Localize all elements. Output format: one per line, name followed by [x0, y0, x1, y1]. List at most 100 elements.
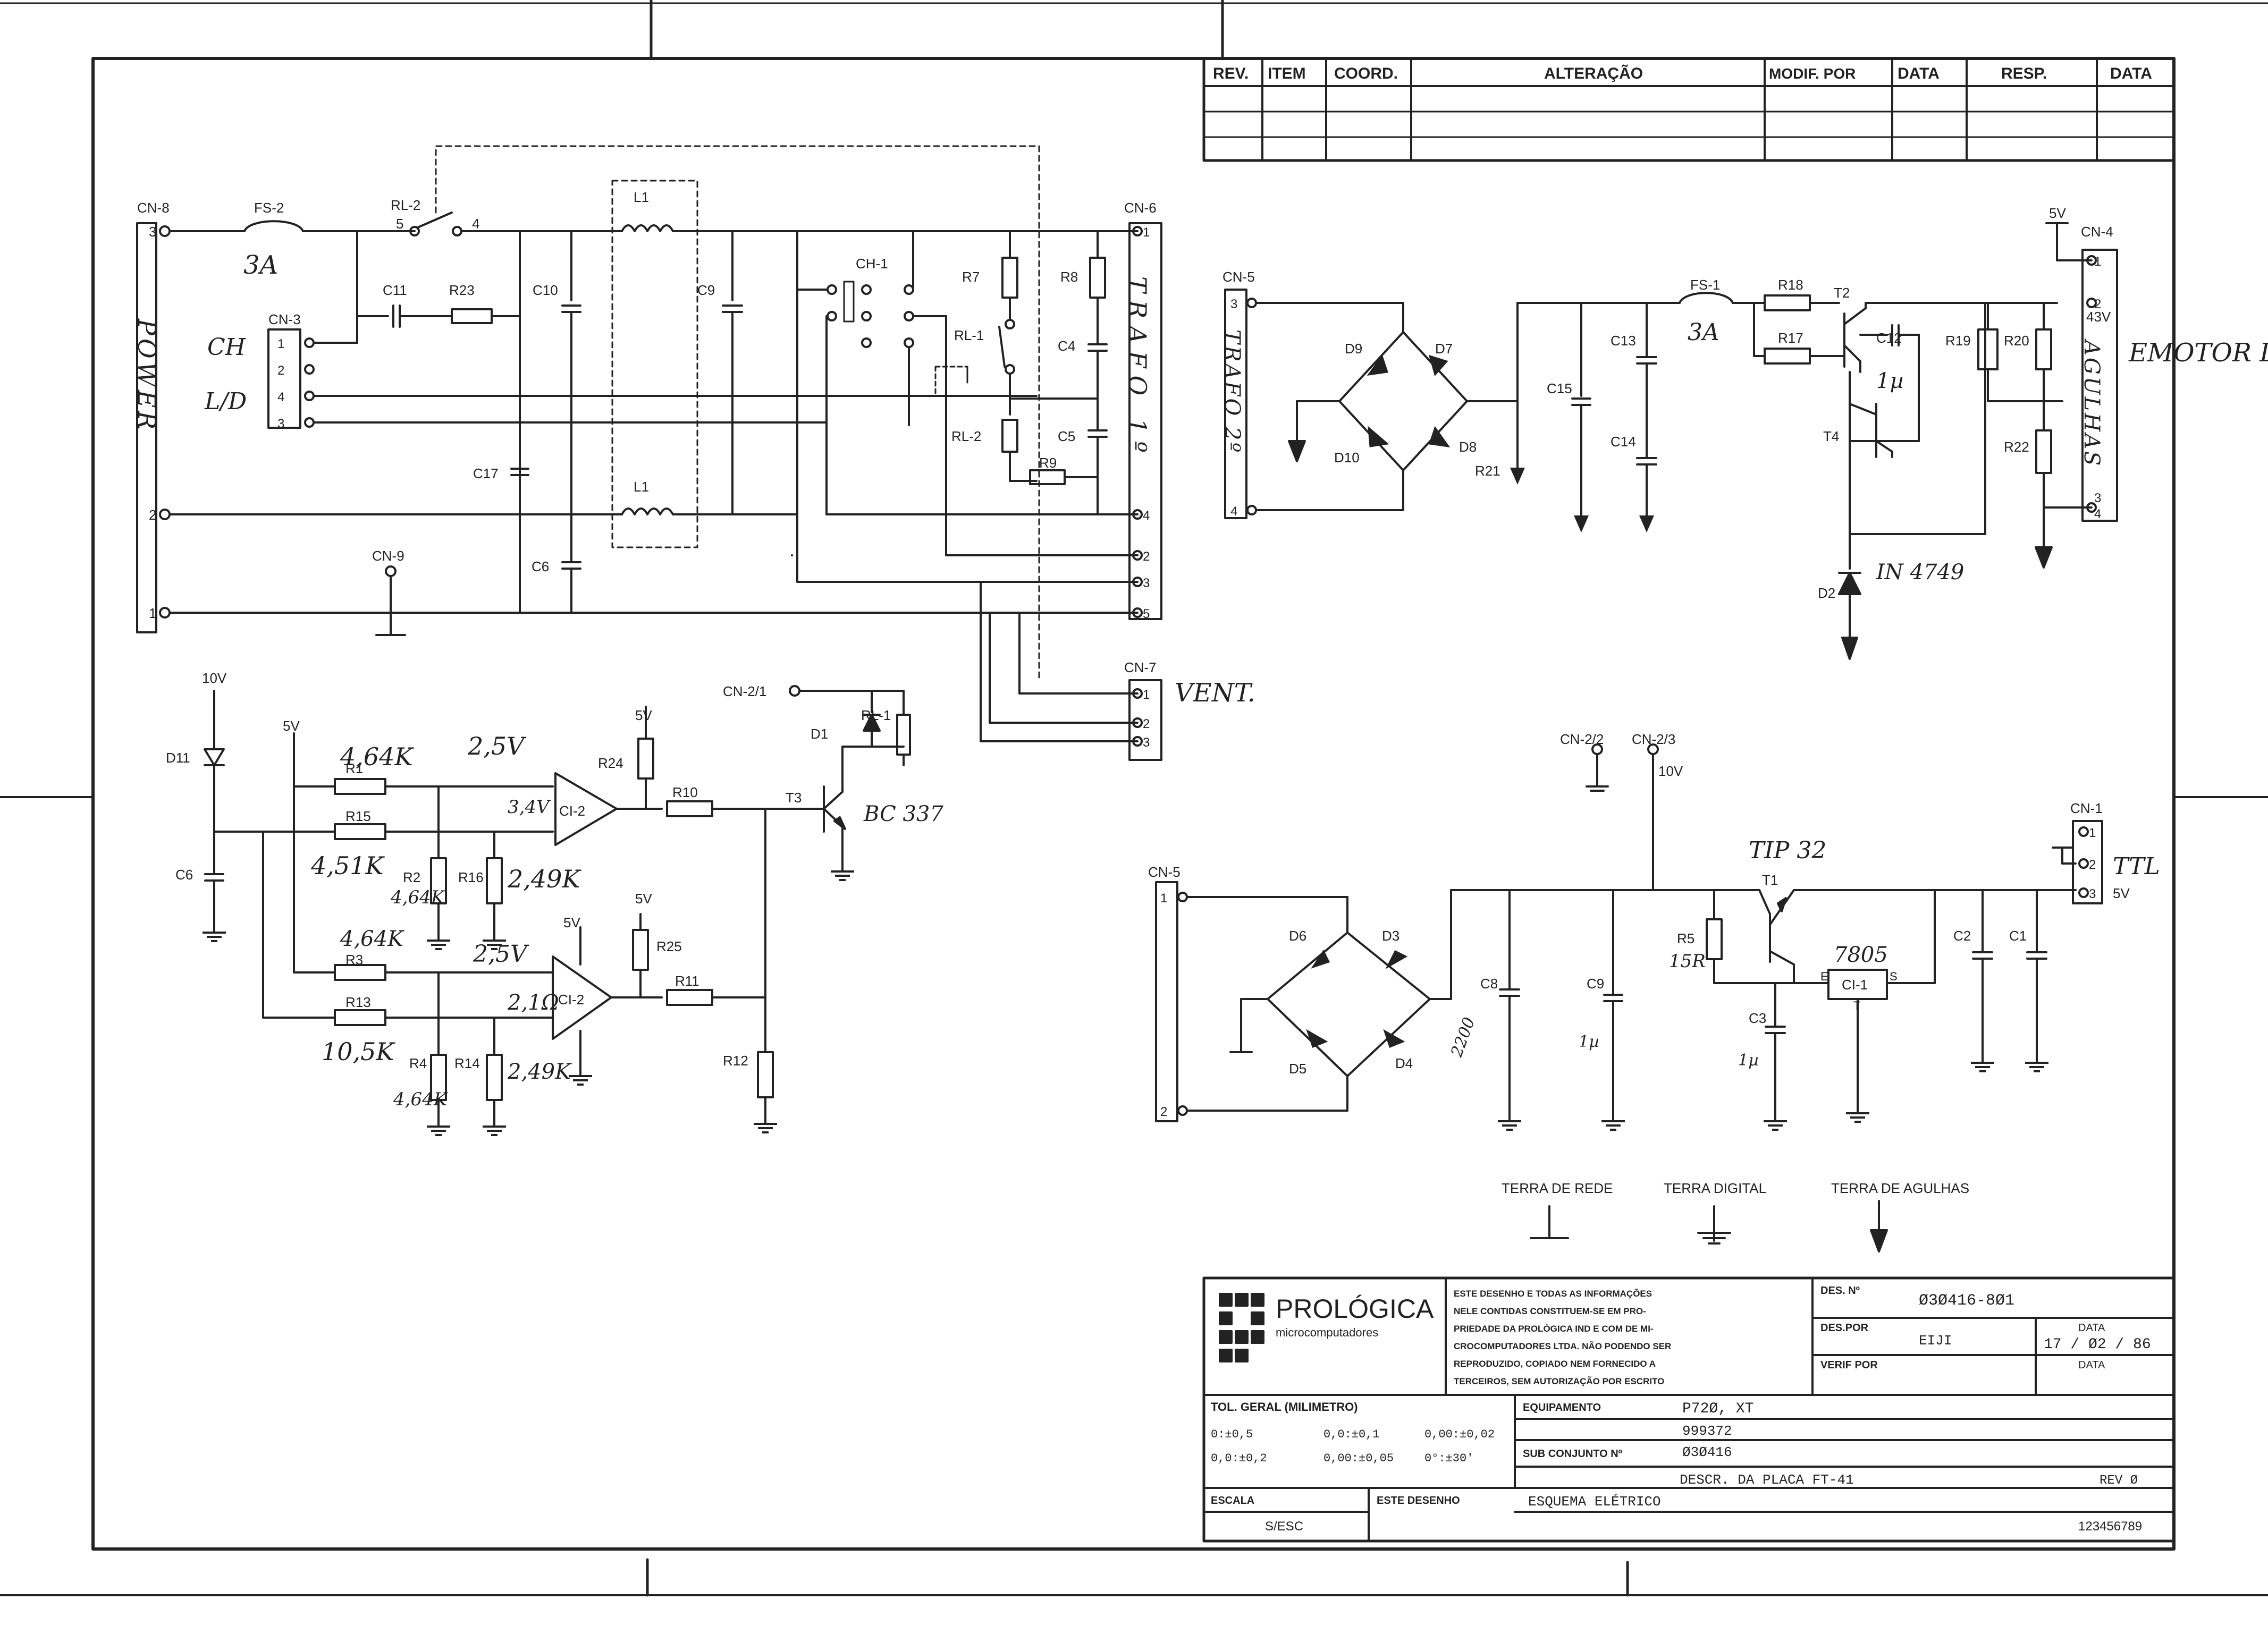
c4-label: C4 — [1058, 338, 1075, 354]
des-no-label: DES. Nº — [1820, 1285, 1860, 1297]
c11-label: C11 — [383, 282, 407, 298]
v6-handwritten: 3,4V — [508, 797, 551, 818]
rev-header-alteracao: ALTERAÇÃO — [1544, 64, 1643, 82]
tol-r2-c1: 0,0:±0,2 — [1211, 1452, 1267, 1465]
cn3-pin-4: 4 — [277, 390, 284, 404]
r22-label: R21 — [1475, 463, 1500, 479]
sub-conjunto-label: SUB CONJUNTO Nº — [1523, 1448, 1622, 1460]
cn4-pin-1: 1 — [2094, 255, 2101, 269]
des-date-label: DATA — [2078, 1322, 2105, 1334]
r5-handwritten: 15R — [1669, 951, 1706, 972]
cn4-supply: 5V — [2049, 205, 2066, 221]
c12-label: C12 — [1876, 330, 1902, 346]
tol-title: TOL. GERAL (MILIMETRO) — [1211, 1400, 1358, 1414]
rl2-label-lower: RL-2 — [951, 428, 981, 444]
l1-top-label: L1 — [634, 189, 649, 205]
cn3-pin-3: 3 — [277, 417, 284, 431]
rev-header-rev: REV. — [1213, 65, 1249, 82]
r16-label: R16 — [458, 869, 484, 885]
cn4-pin-2: 2 — [2094, 297, 2101, 311]
cn6-pin-3: 3 — [1143, 576, 1150, 590]
cn8-label: CN-8 — [137, 200, 170, 216]
d1-label: D1 — [811, 726, 828, 742]
rl1-label-top: RL-1 — [954, 327, 984, 343]
cn1-pin-3: 3 — [2089, 887, 2096, 901]
v5b-label: 5V — [635, 707, 652, 723]
cn3-pin-2: 2 — [277, 363, 284, 378]
cn3-label: CN-3 — [268, 311, 301, 327]
r12-label: R12 — [723, 1053, 748, 1069]
c1-label: C1 — [2009, 928, 2027, 944]
c9-top-label: C9 — [697, 282, 715, 298]
cn4-voltage: 43V — [2086, 309, 2111, 325]
legend-terra-rede: TERRA DE REDE — [1502, 1180, 1613, 1196]
cn5a-trafo-label: TRAFO 2º — [1220, 329, 1244, 454]
v3-handwritten: 2,1Ω — [507, 991, 559, 1015]
c9-handwritten: 1µ — [1579, 1032, 1599, 1051]
d3-label: D3 — [1382, 928, 1399, 944]
fs1-label: FS-1 — [1690, 277, 1720, 293]
l1-bottom-label: L1 — [634, 479, 649, 495]
r17-label: R17 — [1778, 330, 1803, 346]
notice-line-2: NELE CONTIDAS CONSTITUEM-SE EM PRO- — [1454, 1306, 1646, 1316]
t1-part: TIP 32 — [1749, 837, 1826, 864]
rev-header-data-2: DATA — [2110, 65, 2152, 82]
r2-handwritten: 4,64K — [390, 887, 446, 908]
v5a-label: 5V — [283, 718, 300, 734]
verif-date-label: DATA — [2078, 1359, 2105, 1371]
cn1-voltage: 5V — [2113, 885, 2130, 901]
escala-label: ESCALA — [1211, 1495, 1254, 1506]
cn4-label: CN-4 — [2081, 224, 2113, 240]
equip-code: 999372 — [1682, 1423, 1732, 1439]
v7-handwritten: 2,5V — [467, 732, 527, 760]
rl2-pin-4: 4 — [472, 216, 479, 232]
c9-bottom-label: C9 — [1587, 976, 1604, 992]
cn5b-label: CN-5 — [1148, 864, 1181, 880]
r1-handwritten: 4,64K — [340, 742, 414, 771]
notice-line-5: REPRODUZIDO, COPIADO NEM FORNECIDO A — [1454, 1359, 1656, 1369]
r14-handwritten: 2,49K — [507, 1060, 572, 1084]
r13-handwritten: 10,5K — [322, 1037, 395, 1066]
legend-terra-agulhas: TERRA DE AGULHAS — [1831, 1180, 1969, 1196]
r7-label: R7 — [962, 269, 980, 285]
company-sub: microcomputadores — [1276, 1326, 1378, 1339]
drawing-title: ESQUEMA ELÉTRICO — [1528, 1494, 1661, 1510]
r23-label: R23 — [449, 282, 475, 298]
des-por-value: EIJI — [1919, 1333, 1952, 1349]
notice-line-3: PRIEDADE DA PROLÓGICA IND E COM DE MI- — [1454, 1324, 1654, 1334]
r15-label: R15 — [345, 808, 371, 824]
t4-label: T4 — [1823, 428, 1839, 444]
regulator-pin-t: T — [1853, 999, 1860, 1012]
c17-label: C6 — [532, 558, 549, 574]
rev-header-modif: MODIF. POR — [1769, 65, 1856, 82]
r1-label: R1 — [345, 760, 363, 776]
fs2-value: 3A — [243, 250, 278, 280]
c3-label: C3 — [1749, 1010, 1766, 1026]
c14-label: C14 — [1611, 434, 1636, 450]
r15-handwritten: 4,51K — [310, 851, 385, 880]
c15-label: C15 — [1547, 380, 1572, 396]
legend-terra-digital: TERRA DIGITAL — [1664, 1180, 1766, 1196]
tol-r2-c2: 0,00:±0,05 — [1323, 1452, 1394, 1465]
des-no-value: Ø3Ø416-8Ø1 — [1919, 1292, 2014, 1310]
r3-handwritten: 4,64K — [340, 927, 404, 951]
r8-label: R8 — [1060, 269, 1078, 285]
cn6-pin-2: 2 — [1143, 549, 1150, 564]
cn3-pin-1: 1 — [277, 337, 284, 351]
rev-header-coord: COORD. — [1334, 65, 1398, 82]
company-name: PROLÓGICA — [1276, 1294, 1434, 1324]
c2-label: C2 — [1953, 928, 1971, 944]
regulator-part: 7805 — [1834, 943, 1888, 967]
equip-value: P72Ø, XT — [1682, 1401, 1753, 1417]
cn8-pin-3: 3 — [149, 224, 156, 240]
r25-label: R25 — [656, 938, 682, 954]
cn2-3-label: CN-2/3 — [1632, 731, 1675, 747]
v4-handwritten: 2,5V — [473, 941, 529, 968]
r19-label: R19 — [1945, 333, 1971, 349]
ch1-label: CH-1 — [856, 256, 888, 272]
cn1-ttl-label: TTL — [2113, 853, 2160, 880]
cn2-1-label: CN-2/1 — [723, 683, 766, 699]
r4-label: R4 — [409, 1055, 427, 1071]
r4-handwritten: 4,64K — [393, 1089, 449, 1110]
